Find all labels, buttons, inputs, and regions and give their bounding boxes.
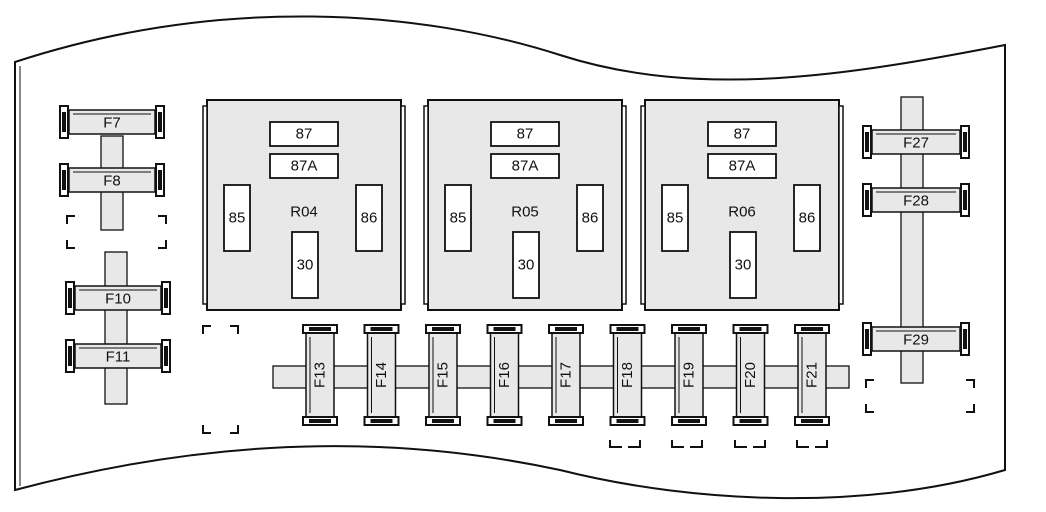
marker [734, 440, 747, 448]
rail-left-bottom [104, 251, 128, 405]
fuse-label: F19 [681, 362, 698, 388]
marker [865, 404, 874, 413]
fuse-f14[interactable]: F14 [363, 324, 400, 426]
relay-pin-label: 87A [512, 158, 539, 175]
relay-pin-87a: 87A [707, 153, 777, 179]
fuse-label: F27 [903, 135, 929, 152]
fuse-label: F14 [373, 362, 390, 388]
relay-r06[interactable]: 87 87A 85 86 30 R06 [640, 99, 844, 311]
fuse-label: F21 [804, 362, 821, 388]
fuse-label: F17 [558, 362, 575, 388]
marker [815, 440, 828, 448]
relay-pin-30: 30 [512, 231, 540, 299]
relay-pin-label: 85 [229, 210, 246, 227]
fuse-f10[interactable]: F10 [65, 281, 171, 315]
marker [202, 325, 211, 334]
relay-pin-label: 86 [361, 210, 378, 227]
relay-pin-85: 85 [444, 184, 472, 252]
relay-pin-label: 87A [729, 158, 756, 175]
relay-r05[interactable]: 87 87A 85 86 30 R05 [423, 99, 627, 311]
marker [865, 379, 874, 388]
relay-name: R06 [728, 204, 756, 221]
fuse-label: F13 [312, 362, 329, 388]
relay-pin-label: 87 [517, 126, 534, 143]
relay-pin-label: 30 [735, 257, 752, 274]
marker [66, 215, 75, 224]
marker [628, 440, 641, 448]
relay-pin-86: 86 [355, 184, 383, 252]
relay-pin-87: 87 [269, 121, 339, 147]
marker [609, 440, 622, 448]
relay-pin-label: 30 [518, 257, 535, 274]
fuse-f28[interactable]: F28 [862, 183, 970, 217]
marker [966, 379, 975, 388]
marker [753, 440, 766, 448]
relay-pin-30: 30 [729, 231, 757, 299]
marker [230, 425, 239, 434]
relay-pin-label: 87 [296, 126, 313, 143]
fuse-f7[interactable]: F7 [59, 105, 165, 139]
fuse-label: F8 [103, 173, 121, 190]
fuse-label: F10 [105, 291, 131, 308]
relay-pin-label: 85 [450, 210, 467, 227]
fuse-label: F16 [496, 362, 513, 388]
relay-pin-87a: 87A [269, 153, 339, 179]
fuse-f18[interactable]: F18 [609, 324, 646, 426]
fuse-label: F7 [103, 115, 121, 132]
relay-pin-86: 86 [793, 184, 821, 252]
fuse-f13[interactable]: F13 [302, 324, 338, 426]
relay-pin-87a: 87A [490, 153, 560, 179]
relay-r04[interactable]: 87 87A 85 86 30 R04 [202, 99, 406, 311]
marker [966, 404, 975, 413]
fuse-f15[interactable]: F15 [425, 324, 461, 426]
marker [796, 440, 809, 448]
relay-pin-label: 87A [291, 158, 318, 175]
fuse-f19[interactable]: F19 [671, 324, 707, 426]
relay-pin-label: 30 [297, 257, 314, 274]
marker [66, 240, 75, 249]
fuse-f20[interactable]: F20 [732, 324, 769, 426]
fuse-label: F29 [903, 332, 929, 349]
fuse-f17[interactable]: F17 [548, 324, 584, 426]
relay-pin-87: 87 [490, 121, 560, 147]
relay-pin-85: 85 [223, 184, 251, 252]
fuse-label: F20 [742, 362, 759, 388]
rail-right [900, 96, 924, 384]
fuse-f16[interactable]: F16 [486, 324, 523, 426]
relay-name: R04 [290, 204, 318, 221]
fuse-label: F28 [903, 193, 929, 210]
relay-pin-label: 85 [667, 210, 684, 227]
fuse-f11[interactable]: F11 [65, 339, 171, 373]
fuse-f27[interactable]: F27 [862, 125, 970, 159]
relay-name: R05 [511, 204, 539, 221]
marker [690, 440, 703, 448]
fuse-f8[interactable]: F8 [59, 163, 165, 197]
relay-pin-87: 87 [707, 121, 777, 147]
fuse-label: F11 [106, 349, 131, 366]
relay-pin-label: 86 [582, 210, 599, 227]
fuse-f21[interactable]: F21 [794, 324, 830, 426]
marker [158, 215, 167, 224]
marker [230, 325, 239, 334]
fuse-f29[interactable]: F29 [862, 322, 970, 356]
mounting-markers [66, 215, 975, 448]
relay-pin-85: 85 [661, 184, 689, 252]
marker [671, 440, 684, 448]
relay-pin-86: 86 [576, 184, 604, 252]
relay-pin-label: 87 [734, 126, 751, 143]
relay-pin-30: 30 [291, 231, 319, 299]
relay-pin-label: 86 [799, 210, 816, 227]
marker [158, 240, 167, 249]
marker [202, 425, 211, 434]
fuse-label: F18 [619, 362, 636, 388]
fuse-label: F15 [435, 362, 452, 388]
